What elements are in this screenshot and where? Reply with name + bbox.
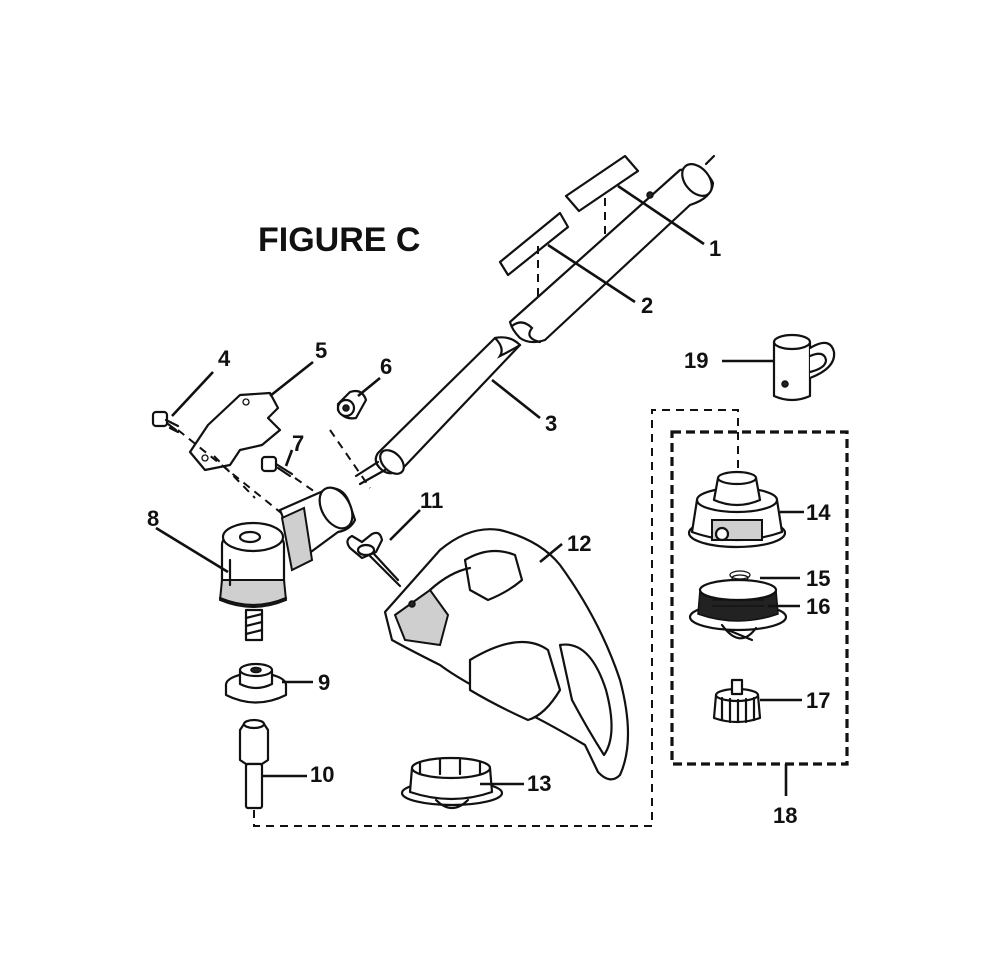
spool-16-drawing <box>688 578 788 642</box>
part-label-6: 6 <box>380 354 392 379</box>
part-label-11: 11 <box>420 488 443 513</box>
part-label-18: 18 <box>773 803 797 828</box>
washer-9-drawing <box>224 662 288 704</box>
part-label-1: 1 <box>709 236 721 261</box>
part-label-16: 16 <box>806 594 830 619</box>
part-label-19: 19 <box>684 348 708 373</box>
part-label-13: 13 <box>527 771 551 796</box>
part-label-10: 10 <box>310 762 334 787</box>
upper-shaft-drawing <box>508 154 716 344</box>
part-label-3: 3 <box>545 411 557 436</box>
spool-housing-13-drawing <box>400 756 504 810</box>
part-label-2: 2 <box>641 293 653 318</box>
part-label-9: 9 <box>318 670 330 695</box>
gear-head-drawing <box>218 486 357 642</box>
tool-19-drawing <box>772 333 836 402</box>
part-label-7: 7 <box>292 431 304 456</box>
knob-17-drawing <box>712 678 762 724</box>
wing-screw-11-drawing <box>346 531 402 588</box>
screw-4-drawing <box>151 410 180 434</box>
spacer-6-drawing <box>336 389 368 420</box>
kit-18-box <box>670 430 849 766</box>
leader-lines <box>155 184 804 796</box>
kit-bracket-lines <box>253 409 739 827</box>
part-label-15: 15 <box>806 566 830 591</box>
figure-title: FIGURE C <box>258 221 420 259</box>
lower-shaft-drawing <box>354 336 522 486</box>
spool-cover-14-drawing <box>687 470 787 549</box>
screw-7-drawing <box>260 455 294 478</box>
part-label-4: 4 <box>218 346 231 371</box>
part-label-5: 5 <box>315 338 327 363</box>
part-label-14: 14 <box>806 500 831 525</box>
clamp-bracket-drawing <box>188 391 282 472</box>
part-label-8: 8 <box>147 506 159 531</box>
guard-12-drawing <box>383 528 630 781</box>
bolt-10-drawing <box>238 718 270 810</box>
assembly-guide-lines <box>177 429 371 521</box>
part-label-12: 12 <box>567 531 591 556</box>
part-label-17: 17 <box>806 688 830 713</box>
decal-1-drawing <box>498 154 640 306</box>
